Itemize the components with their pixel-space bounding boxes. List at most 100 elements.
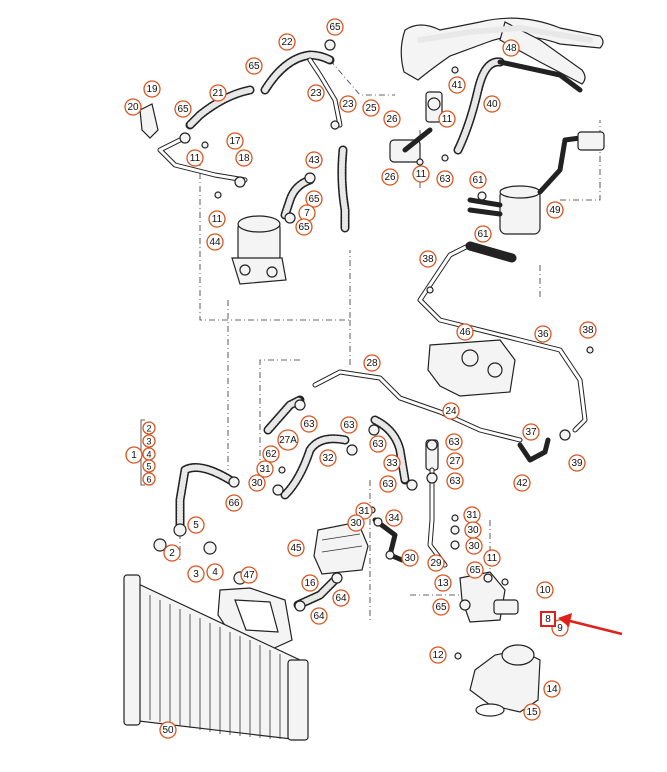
callout-c65f: 65 (466, 561, 484, 579)
callout-c43: 43 (305, 151, 323, 169)
hose-43 (337, 145, 350, 233)
callout-c63f: 63 (379, 475, 397, 493)
callout-label: 12 (432, 650, 444, 661)
hose-6 (175, 463, 235, 535)
callout-label: 63 (372, 439, 384, 450)
callout-label: 42 (516, 478, 528, 489)
callout-label: 11 (487, 553, 498, 564)
callout-c24: 24 (442, 402, 460, 420)
highlighted-label: 8 (545, 614, 551, 625)
callout-label: 65 (329, 22, 341, 33)
callout-label: 4 (212, 567, 218, 578)
thermostat-housing-14 (469, 644, 541, 717)
callout-c1b: 1 (125, 446, 143, 464)
callout-label: 22 (281, 37, 293, 48)
callout-c42: 42 (513, 474, 531, 492)
callout-label: 10 (539, 585, 551, 596)
small-fittings (153, 39, 594, 660)
callout-label: 37 (525, 427, 537, 438)
callout-c17: 17 (226, 132, 244, 150)
callout-c50: 50 (159, 721, 177, 739)
callout-c63c: 63 (340, 416, 358, 434)
callout-label: 40 (486, 99, 498, 110)
callout-label: 30 (467, 525, 479, 536)
callout-label: 32 (322, 453, 334, 464)
callout-c38b: 38 (579, 321, 597, 339)
callout-label: 36 (537, 329, 549, 340)
callout-label: 18 (238, 153, 250, 164)
pipe-28-24 (312, 369, 523, 443)
callout-c30e: 30 (401, 549, 419, 567)
filter-housing-44 (231, 215, 287, 285)
callout-label: 61 (477, 229, 489, 240)
callout-label: 30 (350, 518, 362, 529)
callout-label: 63 (449, 476, 461, 487)
callout-c11a: 11 (438, 110, 456, 128)
callout-label: 16 (304, 578, 316, 589)
callout-label: 28 (366, 358, 378, 369)
hose-16 (293, 575, 340, 610)
callout-c61b: 61 (474, 225, 492, 243)
hose-61 (465, 241, 517, 263)
callout-label: 66 (228, 498, 240, 509)
callout-label: 44 (209, 237, 221, 248)
callout-c63d: 63 (445, 433, 463, 451)
callout-c31c: 31 (463, 506, 481, 524)
callout-c36: 36 (534, 325, 552, 343)
bracket-label: 2 (146, 424, 151, 434)
callout-label: 64 (313, 611, 325, 622)
callout-label: 39 (571, 458, 583, 469)
callout-label: 15 (526, 707, 538, 718)
callout-label: 23 (342, 99, 354, 110)
callout-label: 11 (212, 214, 223, 225)
callout-label: 11 (416, 169, 427, 180)
callout-label: 33 (386, 458, 398, 469)
callout-label: 63 (343, 420, 355, 431)
callout-label: 50 (162, 725, 174, 736)
callout-label: 65 (435, 602, 447, 613)
callout-c62: 62 (262, 445, 280, 463)
callout-label: 24 (445, 406, 457, 417)
hose-22 (260, 50, 335, 95)
callout-c14: 14 (543, 680, 561, 698)
callout-label: 27A (279, 435, 297, 446)
callout-label: 26 (386, 114, 398, 125)
callout-c16: 16 (301, 574, 319, 592)
callout-c30a: 30 (248, 474, 266, 492)
callout-label: 63 (439, 174, 451, 185)
red-pointer-arrow (558, 613, 623, 636)
callout-label: 43 (308, 155, 320, 166)
callout-label: 38 (422, 254, 434, 265)
callout-label: 11 (190, 153, 201, 164)
callout-label: 65 (248, 61, 260, 72)
hose-33 (370, 415, 410, 485)
callout-c32: 32 (319, 449, 337, 467)
highlighted-part-8[interactable]: 8 (540, 611, 556, 627)
callout-c7: 7 (298, 204, 316, 222)
callout-c33: 33 (383, 454, 401, 472)
callout-c34: 34 (385, 509, 403, 527)
callout-label: 2 (169, 548, 175, 559)
bracket-callout-3: 3 (142, 434, 156, 448)
callout-c18: 18 (235, 149, 253, 167)
sensor-49 (467, 131, 605, 235)
radiator-50 (123, 574, 309, 741)
valve-13 (459, 571, 519, 623)
callout-c19: 19 (143, 80, 161, 98)
egr-cooler-46 (427, 339, 516, 397)
bracket-label: 3 (146, 437, 151, 447)
callout-c47: 47 (240, 566, 258, 584)
bracket-callout-6: 6 (142, 472, 156, 486)
callout-c65b: 65 (245, 57, 263, 75)
callout-c38a: 38 (419, 250, 437, 268)
callout-c3b: 3 (187, 565, 205, 583)
callout-c28: 28 (363, 354, 381, 372)
callout-label: 13 (437, 578, 449, 589)
callout-c11e: 11 (483, 549, 501, 567)
callout-c49: 49 (546, 201, 564, 219)
callout-label: 49 (549, 205, 561, 216)
bracket-label: 6 (146, 475, 151, 485)
bracket-19 (139, 103, 159, 139)
callout-label: 38 (582, 325, 594, 336)
